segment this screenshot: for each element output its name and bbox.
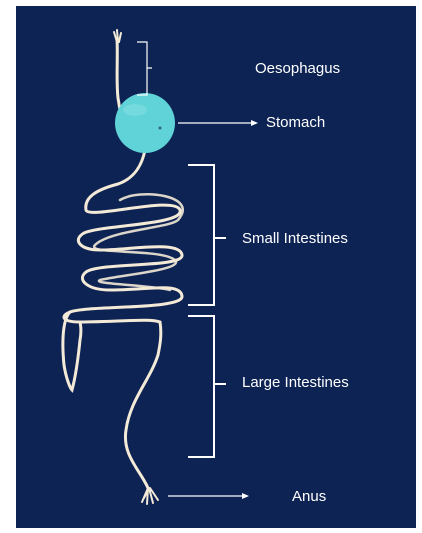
large-intestines-bracket [188,316,226,457]
small-intestines-bracket [188,165,226,305]
stomach-dot [159,127,162,130]
large-intestines-label: Large Intestines [242,374,349,391]
large-intestine-rope [63,312,161,488]
anus-arrow-head [242,493,249,499]
oesophagus-frayed-end [114,30,121,42]
stomach-label: Stomach [266,114,325,131]
anus-label: Anus [292,488,326,505]
stomach-arrow-head [251,120,258,126]
anus-frayed-end [142,488,158,504]
oesophagus-rope [117,38,120,110]
small-intestine-rope [64,150,182,322]
oesophagus-label: Oesophagus [255,60,340,77]
small-intestines-label: Small Intestines [242,230,348,247]
oesophagus-bracket [137,42,152,95]
stomach-ball [115,93,175,153]
stomach-highlight [123,104,147,116]
